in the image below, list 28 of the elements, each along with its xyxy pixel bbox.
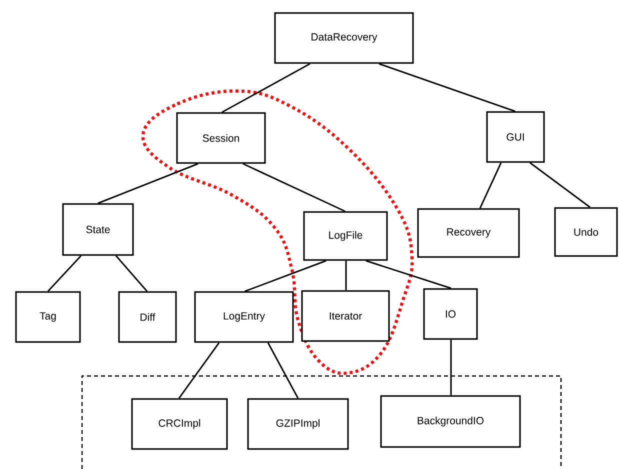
class-box: CRCImpl (131, 398, 228, 450)
class-box: BackgroundIO (380, 395, 521, 448)
connector-line (115, 255, 148, 292)
class-box: IO (423, 288, 478, 340)
class-box: GZIPImpl (247, 398, 349, 450)
class-box: GUI (486, 111, 545, 163)
class-box: LogEntry (194, 291, 294, 343)
connector-line (178, 342, 220, 399)
connector-line (366, 260, 452, 289)
connector-line (378, 63, 516, 112)
class-box: Undo (554, 207, 618, 257)
connector-line (98, 163, 198, 204)
connector-line (530, 162, 590, 208)
connector-line (345, 260, 347, 290)
class-box: State (62, 203, 134, 256)
class-box: Diff (118, 291, 177, 343)
connector-line (267, 342, 299, 399)
connector-line (242, 163, 346, 212)
connector-line (47, 255, 82, 292)
connector-line (479, 162, 502, 209)
class-box: LogFile (303, 211, 388, 261)
class-box: Recovery (417, 208, 520, 258)
class-box: Iterator (301, 290, 390, 342)
connector-line (244, 260, 326, 292)
class-box: Session (176, 112, 266, 164)
class-box: Tag (15, 291, 81, 343)
class-box: DataRecovery (274, 12, 414, 64)
connector-line (450, 340, 452, 396)
